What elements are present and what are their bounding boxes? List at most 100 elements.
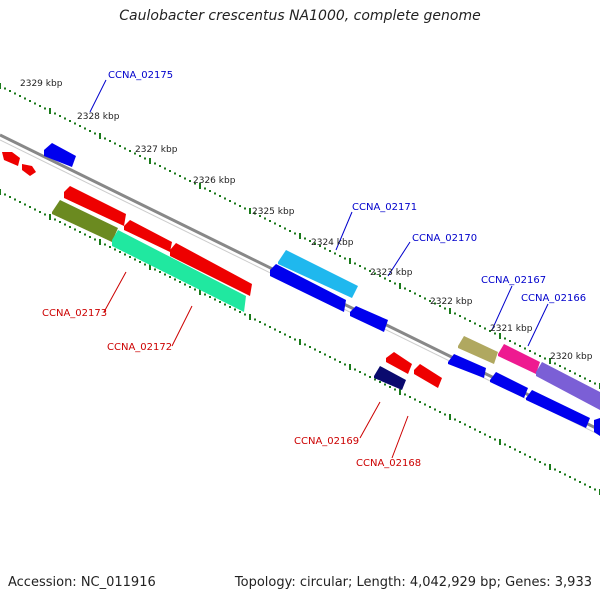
minor-tick <box>279 225 281 227</box>
minor-tick <box>494 438 496 441</box>
gene-feature[interactable] <box>64 186 126 226</box>
gene-feature[interactable] <box>2 152 20 166</box>
minor-tick <box>509 340 511 342</box>
gene-feature-ccna-02175[interactable] <box>44 143 76 167</box>
minor-tick <box>109 140 111 142</box>
minor-tick <box>439 411 441 413</box>
minor-tick <box>139 261 141 263</box>
gene-label-ccna-02167[interactable]: CCNA_02167 <box>481 275 546 286</box>
minor-tick <box>124 147 126 150</box>
minor-tick <box>354 262 356 265</box>
minor-tick <box>524 347 526 350</box>
gene-feature-ccna-02169[interactable] <box>374 366 406 390</box>
major-tick <box>449 414 451 420</box>
tick-label: 2323 kbp <box>370 268 413 278</box>
minor-tick <box>114 248 116 251</box>
gene-feature[interactable] <box>124 220 172 252</box>
minor-tick <box>484 327 486 330</box>
minor-tick <box>184 283 186 286</box>
gene-feature[interactable] <box>498 344 540 374</box>
tick-label: 2322 kbp <box>430 297 473 307</box>
minor-tick <box>309 346 311 348</box>
minor-tick <box>384 383 386 386</box>
minor-tick <box>459 421 461 423</box>
gene-feature[interactable] <box>270 264 346 312</box>
gene-feature-ccna-02172[interactable] <box>112 230 246 312</box>
minor-tick <box>514 448 516 451</box>
minor-tick <box>374 272 376 275</box>
minor-tick <box>579 481 581 483</box>
gene-label-ccna-02168[interactable]: CCNA_02168 <box>356 458 421 469</box>
minor-tick <box>104 243 106 246</box>
minor-tick <box>519 345 521 347</box>
minor-tick <box>259 321 261 323</box>
minor-tick <box>159 271 161 273</box>
gene-feature[interactable] <box>170 243 252 296</box>
minor-tick <box>39 105 41 107</box>
gene-features <box>2 143 600 436</box>
minor-tick <box>74 122 76 125</box>
gene-label-ccna-02173[interactable]: CCNA_02173 <box>42 308 107 319</box>
gene-feature-ccna-02173[interactable] <box>52 200 118 242</box>
minor-tick <box>504 337 506 340</box>
minor-tick <box>484 433 486 436</box>
gene-feature[interactable] <box>22 164 36 176</box>
gene-feature-ccna-02166[interactable] <box>536 362 600 410</box>
gene-label-ccna-02170[interactable]: CCNA_02170 <box>412 233 477 244</box>
gene-label-ccna-02171[interactable]: CCNA_02171 <box>352 202 417 213</box>
minor-tick <box>224 303 226 306</box>
gene-label-ccna-02175[interactable]: CCNA_02175 <box>108 70 173 81</box>
gene-label-ccna-02169[interactable]: CCNA_02169 <box>294 436 359 447</box>
minor-tick <box>434 302 436 305</box>
minor-tick <box>424 403 426 406</box>
minor-tick <box>474 322 476 325</box>
minor-tick <box>414 398 416 401</box>
minor-tick <box>104 137 106 140</box>
gene-feature-ccna-02171[interactable] <box>278 250 358 298</box>
minor-tick <box>539 461 541 463</box>
minor-tick <box>374 378 376 381</box>
minor-tick <box>274 328 276 331</box>
minor-tick <box>189 180 191 182</box>
minor-tick <box>209 190 211 192</box>
gene-feature[interactable] <box>594 418 600 436</box>
gene-feature[interactable] <box>448 354 486 378</box>
minor-tick <box>314 348 316 351</box>
minor-tick <box>419 401 421 403</box>
gene-feature-ccna-02170[interactable] <box>350 306 388 332</box>
minor-tick <box>334 358 336 361</box>
gene-label-ccna-02166[interactable]: CCNA_02166 <box>521 293 586 304</box>
minor-tick <box>594 488 596 491</box>
major-tick <box>399 389 401 395</box>
major-tick <box>149 158 151 164</box>
minor-tick <box>284 227 286 230</box>
minor-tick <box>569 476 571 478</box>
gene-feature-ccna-02168[interactable] <box>414 364 442 388</box>
minor-tick <box>159 165 161 167</box>
minor-tick <box>289 336 291 338</box>
tick-label: 2325 kbp <box>252 207 295 217</box>
major-tick <box>349 258 351 264</box>
major-tick <box>199 289 201 295</box>
minor-tick <box>244 207 246 210</box>
minor-tick <box>389 280 391 282</box>
minor-tick <box>139 155 141 157</box>
minor-tick <box>464 317 466 320</box>
minor-tick <box>229 200 231 202</box>
minor-tick <box>14 198 16 201</box>
gene-label-ccna-02172[interactable]: CCNA_02172 <box>107 342 172 353</box>
minor-tick <box>19 201 21 203</box>
minor-tick <box>344 257 346 260</box>
minor-tick <box>514 342 516 345</box>
minor-tick <box>489 330 491 332</box>
minor-tick <box>9 196 11 198</box>
tick-label: 2328 kbp <box>77 112 120 122</box>
minor-tick <box>94 132 96 135</box>
minor-tick <box>219 195 221 197</box>
gene-feature-ccna-02167[interactable] <box>458 336 498 364</box>
gene-feature[interactable] <box>526 390 590 428</box>
gene-feature[interactable] <box>490 372 528 398</box>
gene-feature[interactable] <box>386 352 412 374</box>
minor-tick <box>134 152 136 155</box>
minor-tick <box>44 107 46 110</box>
